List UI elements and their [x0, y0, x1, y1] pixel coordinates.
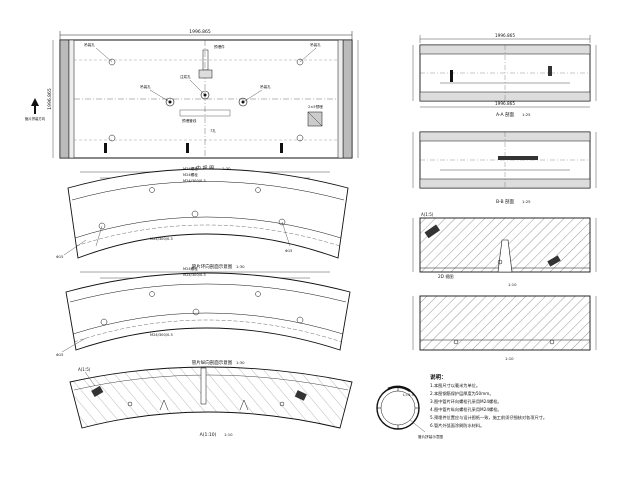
arc1-label-2: M24螺栓	[183, 172, 198, 177]
arc1-label-4: M24/300/0.3	[150, 237, 173, 241]
plan-dim-height: 1996.865	[47, 88, 53, 110]
note-item: 6.管片外弧面涂刷防水材料。	[430, 423, 485, 428]
arc1-label-1: M24螺栓	[183, 166, 198, 171]
note-item: 5.预埋件位置应与设计图纸一致，施工前须仔细核对各项尺寸。	[430, 415, 548, 420]
arc1-label-6: Φ15	[285, 249, 292, 253]
plan-caption: 内 视 图	[196, 165, 214, 172]
note-item: 4.图中管片纵向螺栓孔采用M24螺栓。	[430, 407, 502, 412]
plan-label-1: 吊装孔	[84, 42, 95, 47]
plan-label-5: 预埋件	[214, 44, 225, 49]
plan-label-7: 2×5预埋	[308, 104, 323, 109]
right2-scale: 1:25	[522, 199, 531, 204]
assembly-direction-arrow-icon	[31, 98, 39, 114]
arc2-label-4: Φ15	[56, 353, 63, 357]
arc2-scale: 1:30	[236, 360, 245, 365]
plan-dim-width: 1996.865	[189, 29, 211, 35]
arc1-label-5: Φ15	[56, 255, 63, 259]
arc3-caption: A(1:10)	[200, 432, 217, 438]
plan-scale: 1:30	[222, 166, 231, 171]
notes-title: 说明：	[430, 375, 447, 381]
right1-dim-inner: 1996.865	[495, 101, 515, 106]
note-item: 1.本图尺寸以毫米为单位。	[430, 383, 481, 388]
right1-caption: A-A 剖面	[496, 111, 515, 118]
arc2-caption: 管片纵向剖面示意图	[192, 359, 233, 366]
right-section-1	[412, 217, 597, 273]
right-sec2-scale: 1:10	[505, 356, 514, 361]
arc1-label-3: M24/300/0.3	[183, 179, 206, 183]
plan-label-9: 7孔	[210, 128, 216, 133]
ring-diagram	[376, 385, 426, 433]
right1-dim-width: 1996.865	[495, 33, 515, 38]
right1-scale: 1:25	[522, 112, 531, 117]
arc2-label-1: M24螺栓	[183, 266, 198, 271]
right-sec1-callout: A(1:5)	[421, 212, 434, 217]
right2-caption: B-B 剖面	[496, 198, 515, 205]
arc-view-1	[63, 168, 349, 259]
arc-view-3	[69, 366, 353, 429]
ring-caption: 管片拼装示意图	[418, 434, 444, 439]
plan-label-2: 吊装孔	[140, 84, 151, 89]
right-sec1-caption: 2D 视图	[438, 273, 454, 280]
arc2-label-3: M24/300/0.3	[150, 333, 173, 337]
arc2-label-2: M24/300/0.3	[183, 273, 206, 277]
drawing-notes: 说明： 1.本图尺寸以毫米为单位。 2.本图钢筋保护层厚度为50mm。 3.图中…	[430, 374, 635, 430]
plan-label-4: 注浆孔	[180, 74, 191, 79]
plan-left-arrow-label: 管片拼装方向	[25, 116, 46, 121]
note-item: 2.本图钢筋保护层厚度为50mm。	[430, 391, 494, 396]
right-section-2	[412, 295, 597, 351]
top-plan-view	[52, 31, 359, 159]
plan-label-3: 吊装孔	[260, 84, 271, 89]
arc1-caption: 管片环向剖面示意图	[192, 263, 233, 270]
arc-view-2	[61, 271, 351, 353]
note-item: 3.图中管片环向螺栓孔采用M24螺栓。	[430, 399, 502, 404]
right-view-2	[412, 131, 597, 189]
plan-label-8: 预埋管线	[182, 118, 197, 123]
plan-label-6: 吊装孔	[310, 42, 321, 47]
right-view-1	[412, 35, 597, 108]
arc3-callout: A(1:5)	[78, 367, 91, 372]
arc3-scale: 1:10	[224, 432, 233, 437]
arc1-scale: 1:30	[236, 264, 245, 269]
right-sec1-scale: 1:10	[508, 282, 517, 287]
ring-label: L=9.5	[403, 393, 414, 397]
